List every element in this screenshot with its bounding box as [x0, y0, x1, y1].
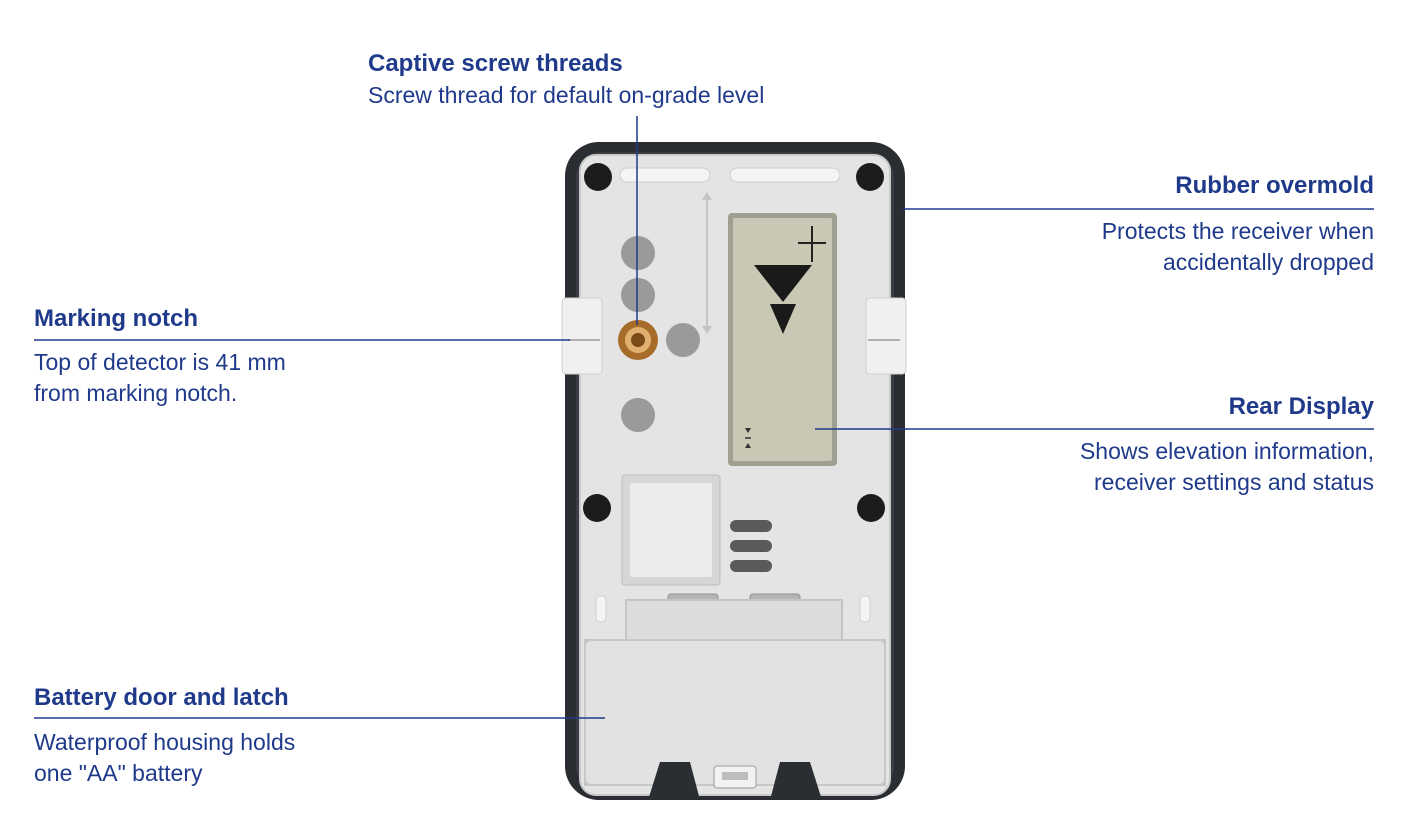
rear-display-desc: Shows elevation information, receiver se… — [1079, 438, 1374, 495]
rear-display-title: Rear Display — [1228, 393, 1374, 420]
captive-screw-title: Captive screw threads — [368, 50, 623, 77]
captive-screw-desc: Screw thread for default on-grade level — [368, 82, 765, 108]
corner-screw-icon — [583, 494, 611, 522]
peg-icon — [621, 398, 655, 432]
corner-screw-icon — [856, 163, 884, 191]
grip-rib — [730, 560, 772, 572]
battery-latch-right — [770, 762, 822, 800]
peg-icon — [666, 323, 700, 357]
grip-rib — [730, 540, 772, 552]
peg-icon — [621, 278, 655, 312]
marking-notch-right — [865, 297, 907, 375]
corner-screw-icon — [584, 163, 612, 191]
battery-door-desc: Waterproof housing holds one "AA" batter… — [34, 729, 296, 786]
down-arrow-small-icon — [770, 304, 796, 334]
corner-screw-icon — [857, 494, 885, 522]
battery-door-title: Battery door and latch — [34, 684, 289, 711]
rubber-overmold-desc: Protects the receiver when accidentally … — [1101, 218, 1374, 275]
down-arrow-icon — [754, 265, 812, 302]
grip-rib — [730, 520, 772, 532]
rubber-overmold-title: Rubber overmold — [1175, 172, 1374, 199]
marking-notch-desc: Top of detector is 41 mm from marking no… — [34, 349, 286, 406]
marking-notch-left — [561, 297, 603, 375]
battery-latch-left — [648, 762, 700, 800]
peg-icon — [621, 236, 655, 270]
marking-notch-title: Marking notch — [34, 305, 199, 332]
